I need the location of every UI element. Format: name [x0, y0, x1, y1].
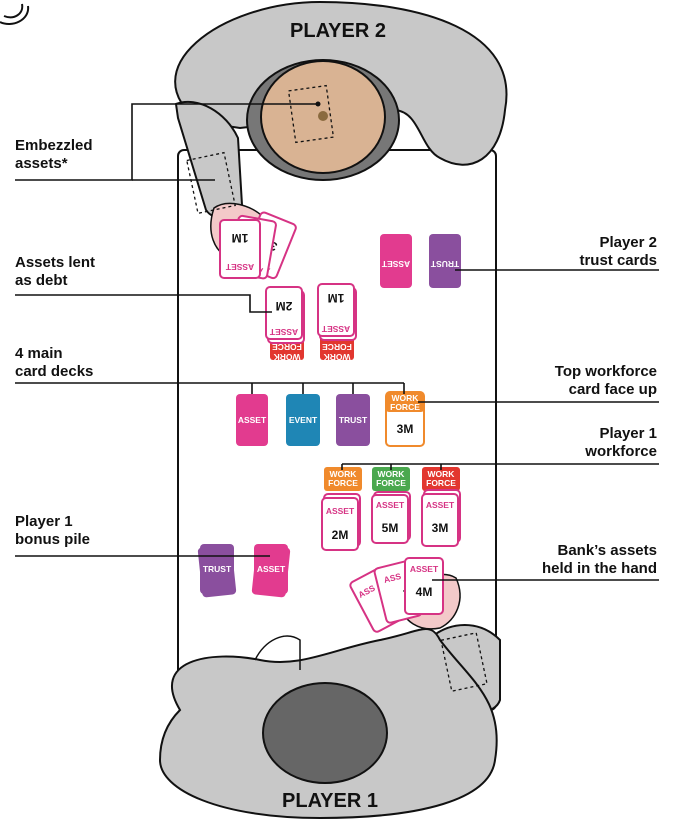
- label-decks-1: 4 main: [15, 345, 63, 362]
- label-embezzled-1: Embezzled: [15, 137, 93, 154]
- player-1-label: PLAYER 1: [282, 790, 378, 812]
- svg-text:ASSET: ASSET: [410, 564, 439, 574]
- svg-text:ASSET: ASSET: [381, 259, 410, 269]
- label-bank-1: Bank’s assets: [557, 542, 657, 559]
- svg-text:TRUST: TRUST: [203, 564, 232, 574]
- label-bonus-2: bonus pile: [15, 531, 90, 548]
- workforce-red: WORK FORCE ASSET 3M: [422, 467, 460, 546]
- player-1-head: [263, 683, 387, 783]
- workforce-orange: WORK FORCE ASSET 2M: [322, 467, 362, 550]
- svg-text:3M: 3M: [432, 521, 449, 535]
- svg-text:ASSET: ASSET: [238, 415, 267, 425]
- deck-asset: ASSET: [236, 394, 268, 446]
- label-topwf-1: Top workforce: [555, 363, 657, 380]
- svg-text:FORCE: FORCE: [390, 402, 420, 412]
- svg-text:ASSET: ASSET: [426, 500, 455, 510]
- bonus-pile-asset: ASSET: [251, 544, 290, 598]
- label-embezzled-2: assets*: [15, 155, 68, 172]
- svg-text:2M: 2M: [276, 299, 293, 313]
- svg-text:3M: 3M: [397, 422, 414, 436]
- svg-text:TRUST: TRUST: [339, 415, 368, 425]
- player-2-trust-card: TRUST: [429, 234, 461, 288]
- bonus-pile-trust: TRUST: [197, 544, 236, 598]
- svg-text:4M: 4M: [416, 585, 433, 599]
- player-2-asset-card: ASSET: [380, 234, 412, 288]
- svg-text:ASSET: ASSET: [225, 262, 254, 272]
- svg-text:5M: 5M: [382, 521, 399, 535]
- workforce-green: WORK FORCE ASSET 5M: [372, 467, 410, 543]
- player-2-label: PLAYER 2: [290, 20, 386, 42]
- svg-text:ASSET: ASSET: [326, 506, 355, 516]
- svg-text:1M: 1M: [232, 231, 249, 245]
- label-topwf-2: card face up: [569, 381, 657, 398]
- deck-event: EVENT: [286, 394, 320, 446]
- label-p2trust-1: Player 2: [599, 234, 657, 251]
- label-p1wf-1: Player 1: [599, 425, 657, 442]
- deck-trust: TRUST: [336, 394, 370, 446]
- svg-text:FORCE: FORCE: [426, 478, 456, 488]
- label-p2trust-2: trust cards: [579, 252, 657, 269]
- label-decks-2: card decks: [15, 363, 93, 380]
- svg-text:ASSET: ASSET: [269, 327, 298, 337]
- deck-workforce-top-card: WORK FORCE 3M: [386, 392, 424, 446]
- svg-text:FORCE: FORCE: [328, 478, 358, 488]
- svg-text:FORCE: FORCE: [322, 342, 352, 352]
- svg-text:2M: 2M: [332, 528, 349, 542]
- svg-text:EVENT: EVENT: [289, 415, 318, 425]
- svg-text:ASSET: ASSET: [257, 564, 286, 574]
- svg-text:FORCE: FORCE: [376, 478, 406, 488]
- label-p1wf-2: workforce: [584, 443, 657, 460]
- debt-stack-left: FORCE WORK ASSET 2M: [266, 287, 304, 362]
- svg-text:ASSET: ASSET: [376, 500, 405, 510]
- debt-stack-right: FORCE WORK ASSET 1M: [318, 284, 356, 362]
- svg-text:WORK: WORK: [273, 352, 301, 362]
- svg-text:WORK: WORK: [323, 352, 351, 362]
- label-lent-2: as debt: [15, 272, 68, 289]
- svg-text:1M: 1M: [328, 291, 345, 305]
- label-bonus-1: Player 1: [15, 513, 73, 530]
- svg-text:TRUST: TRUST: [430, 259, 459, 269]
- label-bank-2: held in the hand: [542, 560, 657, 577]
- logo-icon: [0, 4, 28, 24]
- player-2-head-dot: [318, 111, 328, 121]
- svg-text:ASSET: ASSET: [321, 324, 350, 334]
- label-lent-1: Assets lent: [15, 254, 95, 271]
